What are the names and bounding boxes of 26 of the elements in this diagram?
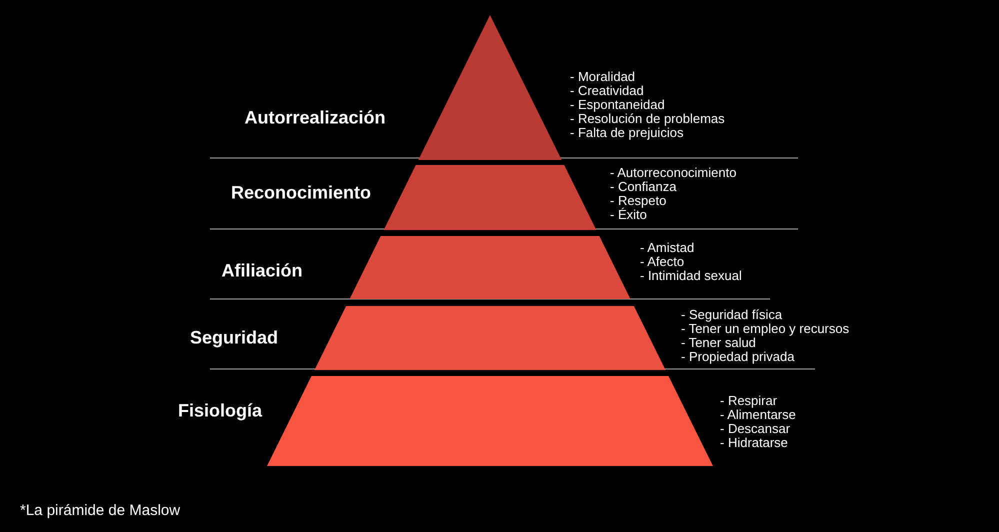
level-title: Fisiología [178, 400, 262, 422]
list-item: - Respirar [720, 394, 778, 408]
list-item: - Afecto [640, 255, 686, 269]
list-item: - Alimentarse [720, 408, 796, 422]
level-title: Afiliación [222, 260, 302, 282]
level-title: Reconocimiento [230, 182, 372, 204]
list-item: - Éxito [610, 208, 647, 222]
level-title: Seguridad [190, 328, 278, 348]
list-item: - Falta de prejuicios [570, 126, 684, 140]
list-item: - Intimidad sexual [640, 269, 742, 283]
list-item: - Creatividad [570, 84, 645, 98]
list-item: - Resolución de problemas [570, 112, 725, 126]
list-item: - Confianza [610, 180, 678, 194]
list-item: - Moralidad [570, 70, 636, 84]
list-item: - Hidratarse [720, 436, 789, 450]
list-item: - Seguridad física [681, 308, 784, 322]
caption: *La pirámide de Maslow [20, 502, 180, 519]
list-item: - Tener salud [681, 336, 756, 350]
list-item: - Amistad [640, 241, 696, 255]
list-item: - Propiedad privada [681, 350, 796, 364]
level-title: Autorrealización [244, 108, 386, 128]
list-item: - Tener un empleo y recursos [681, 322, 850, 336]
list-item: - Descansar [720, 422, 792, 436]
list-item: - Autorreconocimiento [610, 166, 736, 180]
list-item: - Espontaneidad [570, 98, 666, 112]
list-item: - Respeto [610, 194, 668, 208]
